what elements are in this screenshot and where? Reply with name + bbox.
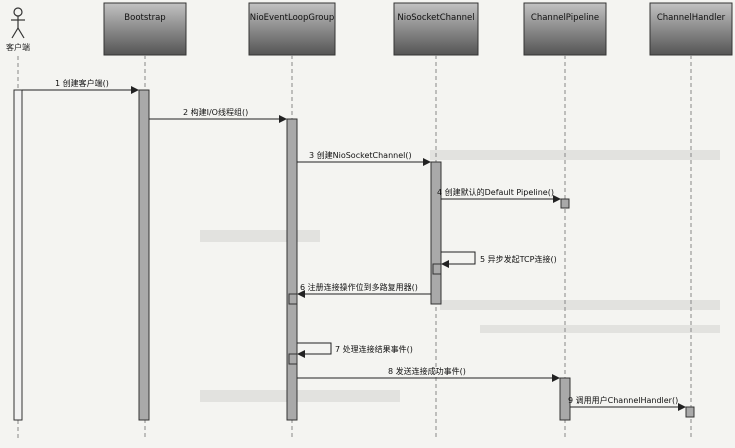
participant-label: ChannelPipeline (531, 13, 599, 23)
message-6-label: 6 注册连接操作位到多路复用器() (300, 282, 418, 292)
message-9-label: 9 调用用户ChannelHandler() (568, 395, 678, 405)
pipeline-nested-activation (560, 198, 570, 209)
loopgroup-nested-activation-6 (288, 293, 298, 305)
message-1-label: 1 创建客户端() (55, 78, 109, 88)
stick-figure-icon (11, 7, 25, 39)
message-5-label: 5 异步发起TCP连接() (480, 254, 557, 264)
participant-label: ChannelHandler (657, 13, 726, 23)
message-3-label: 3 创建NioSocketChannel() (309, 150, 412, 160)
participant-nioeventloopgroup: NioEventLoopGroup (248, 2, 336, 56)
client-actor: 客户端 (6, 7, 30, 52)
channel-nested-activation (432, 263, 442, 275)
participant-niosocketchannel: NioSocketChannel (393, 2, 479, 56)
participant-channelpipeline: ChannelPipeline (523, 2, 607, 56)
actor-activation (13, 89, 23, 421)
loopgroup-nested-activation-7 (288, 353, 298, 365)
message-2-label: 2 构建I/O线程组() (183, 107, 248, 117)
pipeline-activation (559, 377, 571, 421)
bootstrap-activation (138, 89, 150, 421)
loopgroup-activation (286, 118, 298, 421)
message-7-label: 7 处理连接结果事件() (335, 344, 413, 354)
participant-label: NioEventLoopGroup (250, 13, 335, 23)
participant-label: NioSocketChannel (397, 13, 474, 23)
participant-label: Bootstrap (124, 13, 165, 23)
participant-channelhandler: ChannelHandler (649, 2, 733, 56)
message-4-label: 4 创建默认的Default Pipeline() (437, 187, 554, 197)
channel-activation (430, 161, 442, 305)
message-5-arrow (441, 251, 476, 268)
message-8-label: 8 发送连接成功事件() (388, 366, 466, 376)
message-7-arrow (297, 342, 332, 358)
actor-label: 客户端 (6, 42, 30, 52)
participant-bootstrap: Bootstrap (103, 2, 187, 56)
handler-nested-activation (685, 406, 695, 418)
